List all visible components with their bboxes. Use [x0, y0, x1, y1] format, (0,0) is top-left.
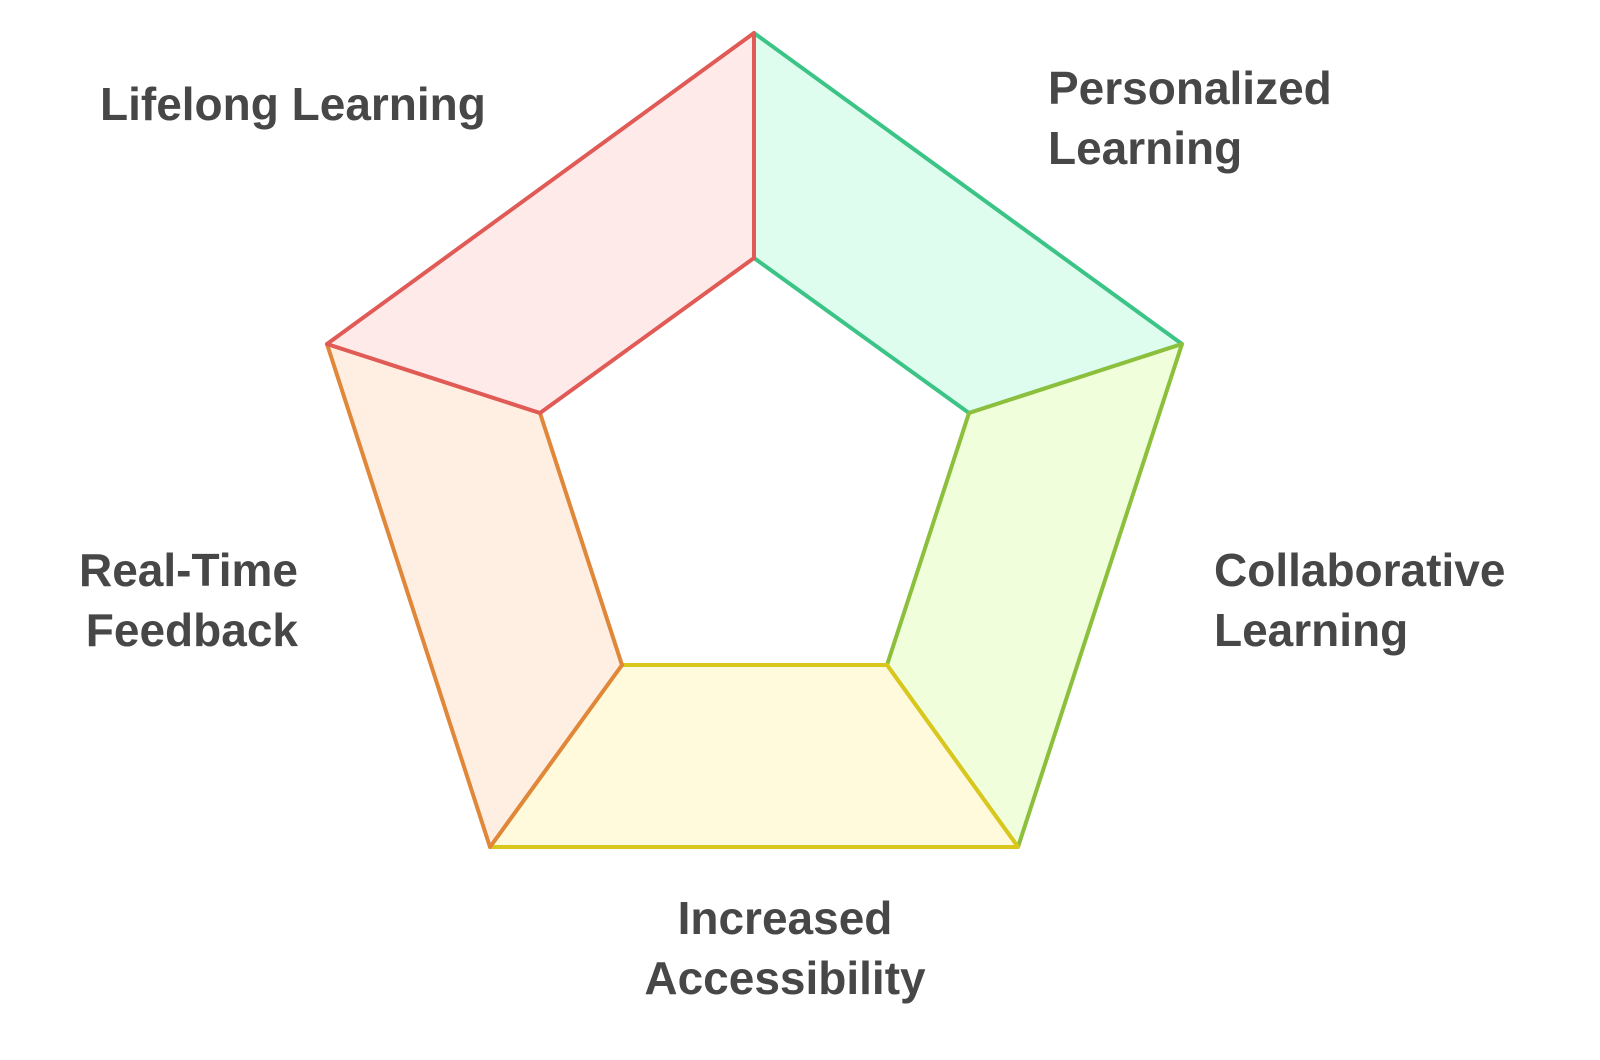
- segment-collaborative-inner-edge: [885, 411, 971, 667]
- label-real-time-feedback-line-2: Feedback: [85, 604, 298, 656]
- label-lifelong-learning: Lifelong Learning: [100, 74, 486, 134]
- segment-personalized-inner-edge: [752, 256, 971, 415]
- segment-lifelong-inner-edge: [538, 256, 756, 415]
- label-increased-accessibility-line-2: Accessibility: [644, 952, 926, 1004]
- segment-accessibility: [488, 663, 1020, 849]
- segment-realtime-inner-edge: [538, 411, 624, 667]
- label-increased-accessibility: Increased Accessibility: [620, 888, 950, 1008]
- label-personalized-learning: Personalized Learning: [1048, 58, 1332, 178]
- label-increased-accessibility-line-1: Increased: [677, 892, 893, 944]
- label-real-time-feedback-line-1: Real-Time: [78, 544, 298, 596]
- label-collaborative-learning-line-1: Collaborative: [1214, 544, 1506, 596]
- label-collaborative-learning: Collaborative Learning: [1214, 540, 1505, 660]
- segment-lifelong: [325, 31, 756, 415]
- label-collaborative-learning-line-2: Learning: [1214, 604, 1409, 656]
- segment-personalized-fill: [754, 33, 1182, 413]
- label-real-time-feedback: Real-Time Feedback: [79, 540, 298, 660]
- segment-lifelong-outline: [325, 31, 756, 415]
- label-personalized-learning-line-1: Personalized: [1048, 62, 1332, 114]
- segment-accessibility-fill: [490, 665, 1018, 847]
- segment-lifelong-fill: [327, 33, 754, 413]
- label-lifelong-learning-line-1: Lifelong Learning: [100, 78, 486, 130]
- segment-collaborative-fill: [887, 344, 1182, 847]
- label-personalized-learning-line-2: Learning: [1048, 122, 1243, 174]
- segment-realtime-fill: [327, 344, 622, 847]
